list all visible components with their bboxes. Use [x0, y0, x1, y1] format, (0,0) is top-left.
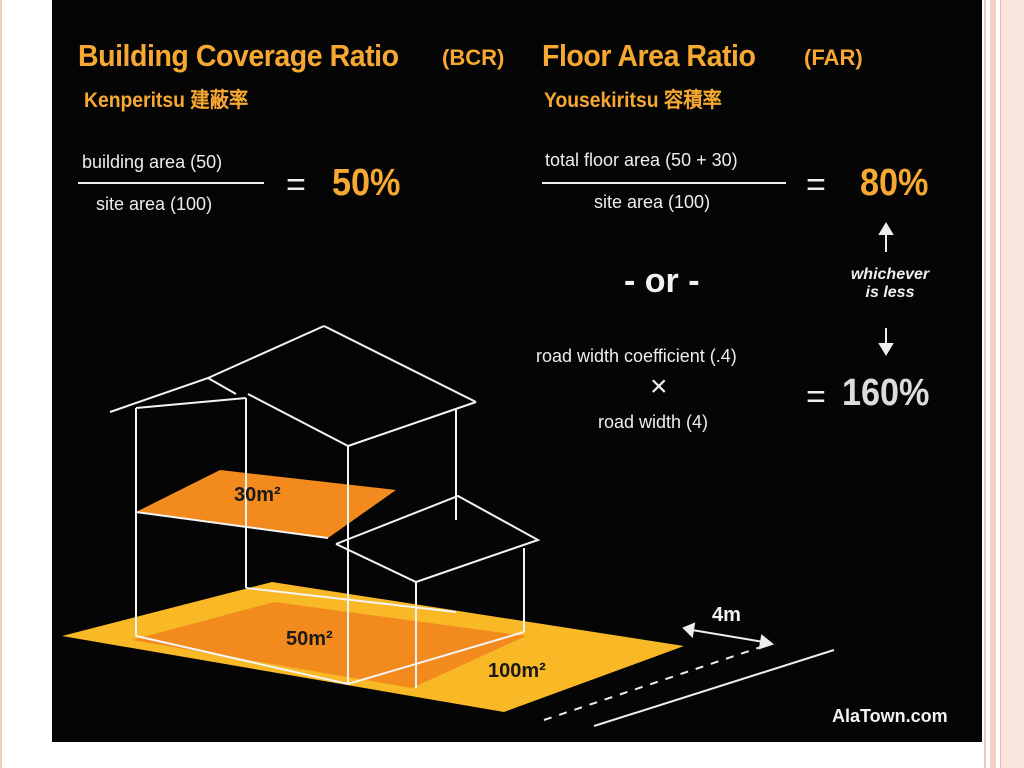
- comparison-note: whichever is less: [830, 266, 950, 302]
- bcr-numerator: building area (50): [82, 152, 223, 172]
- road-lines: [543, 645, 835, 727]
- road-width-coefficient: road width coefficient (.4): [536, 346, 737, 366]
- down-arrow-icon: [878, 328, 894, 356]
- multiply-sign: ×: [650, 370, 668, 403]
- or-separator: - or -: [624, 262, 700, 300]
- far-equals-2: =: [806, 378, 826, 416]
- slide-border-strip: [1000, 0, 1024, 768]
- road-width-label: 4m: [712, 604, 741, 626]
- building-wireframe: [109, 325, 541, 688]
- road-width: road width (4): [598, 412, 709, 432]
- bcr-abbr: (BCR): [442, 45, 505, 70]
- bcr-title: Building Coverage Ratio: [78, 38, 399, 73]
- comparison-note-line1: whichever: [850, 266, 930, 283]
- upper-floor-plate: [136, 470, 396, 538]
- far-result: 80%: [860, 162, 929, 204]
- infographic-panel: Building Coverage Ratio (BCR) Kenperitsu…: [52, 0, 982, 742]
- alatown-logo: AlaTown.com: [832, 706, 948, 727]
- upper-floor-area: 30m²: [234, 484, 281, 506]
- bcr-equals: =: [286, 166, 306, 204]
- up-arrow-icon: [878, 222, 894, 252]
- comparison-note-line2: is less: [865, 284, 915, 301]
- far-heading: Floor Area Ratio (FAR): [542, 38, 863, 74]
- bcr-heading: Building Coverage Ratio (BCR): [78, 38, 504, 74]
- far-denominator: site area (100): [594, 192, 711, 212]
- bcr-result: 50%: [332, 162, 401, 204]
- road-width-arrow-icon: [682, 622, 775, 650]
- far-japanese: Yousekiritsu 容積率: [544, 89, 722, 112]
- bcr-japanese: Kenperitsu 建蔽率: [84, 89, 249, 112]
- ground-floor-area: 50m²: [286, 628, 333, 650]
- far-fraction-line: [542, 182, 786, 184]
- far-title: Floor Area Ratio: [542, 38, 756, 73]
- far-abbr: (FAR): [804, 45, 863, 70]
- site-area: 100m²: [488, 660, 546, 682]
- bcr-fraction-line: [78, 182, 264, 184]
- far-result-2: 160%: [842, 372, 930, 414]
- logo-text: AlaTown.com: [832, 706, 948, 726]
- slide-left-border: [0, 0, 2, 768]
- building-footprint: [132, 602, 526, 688]
- slide-border-band: [990, 0, 996, 768]
- bcr-denominator: site area (100): [96, 194, 213, 214]
- far-numerator: total floor area (50 + 30): [545, 150, 738, 170]
- slide-border-line: [984, 0, 986, 768]
- far-equals: =: [806, 166, 826, 204]
- building-diagram: [62, 222, 894, 727]
